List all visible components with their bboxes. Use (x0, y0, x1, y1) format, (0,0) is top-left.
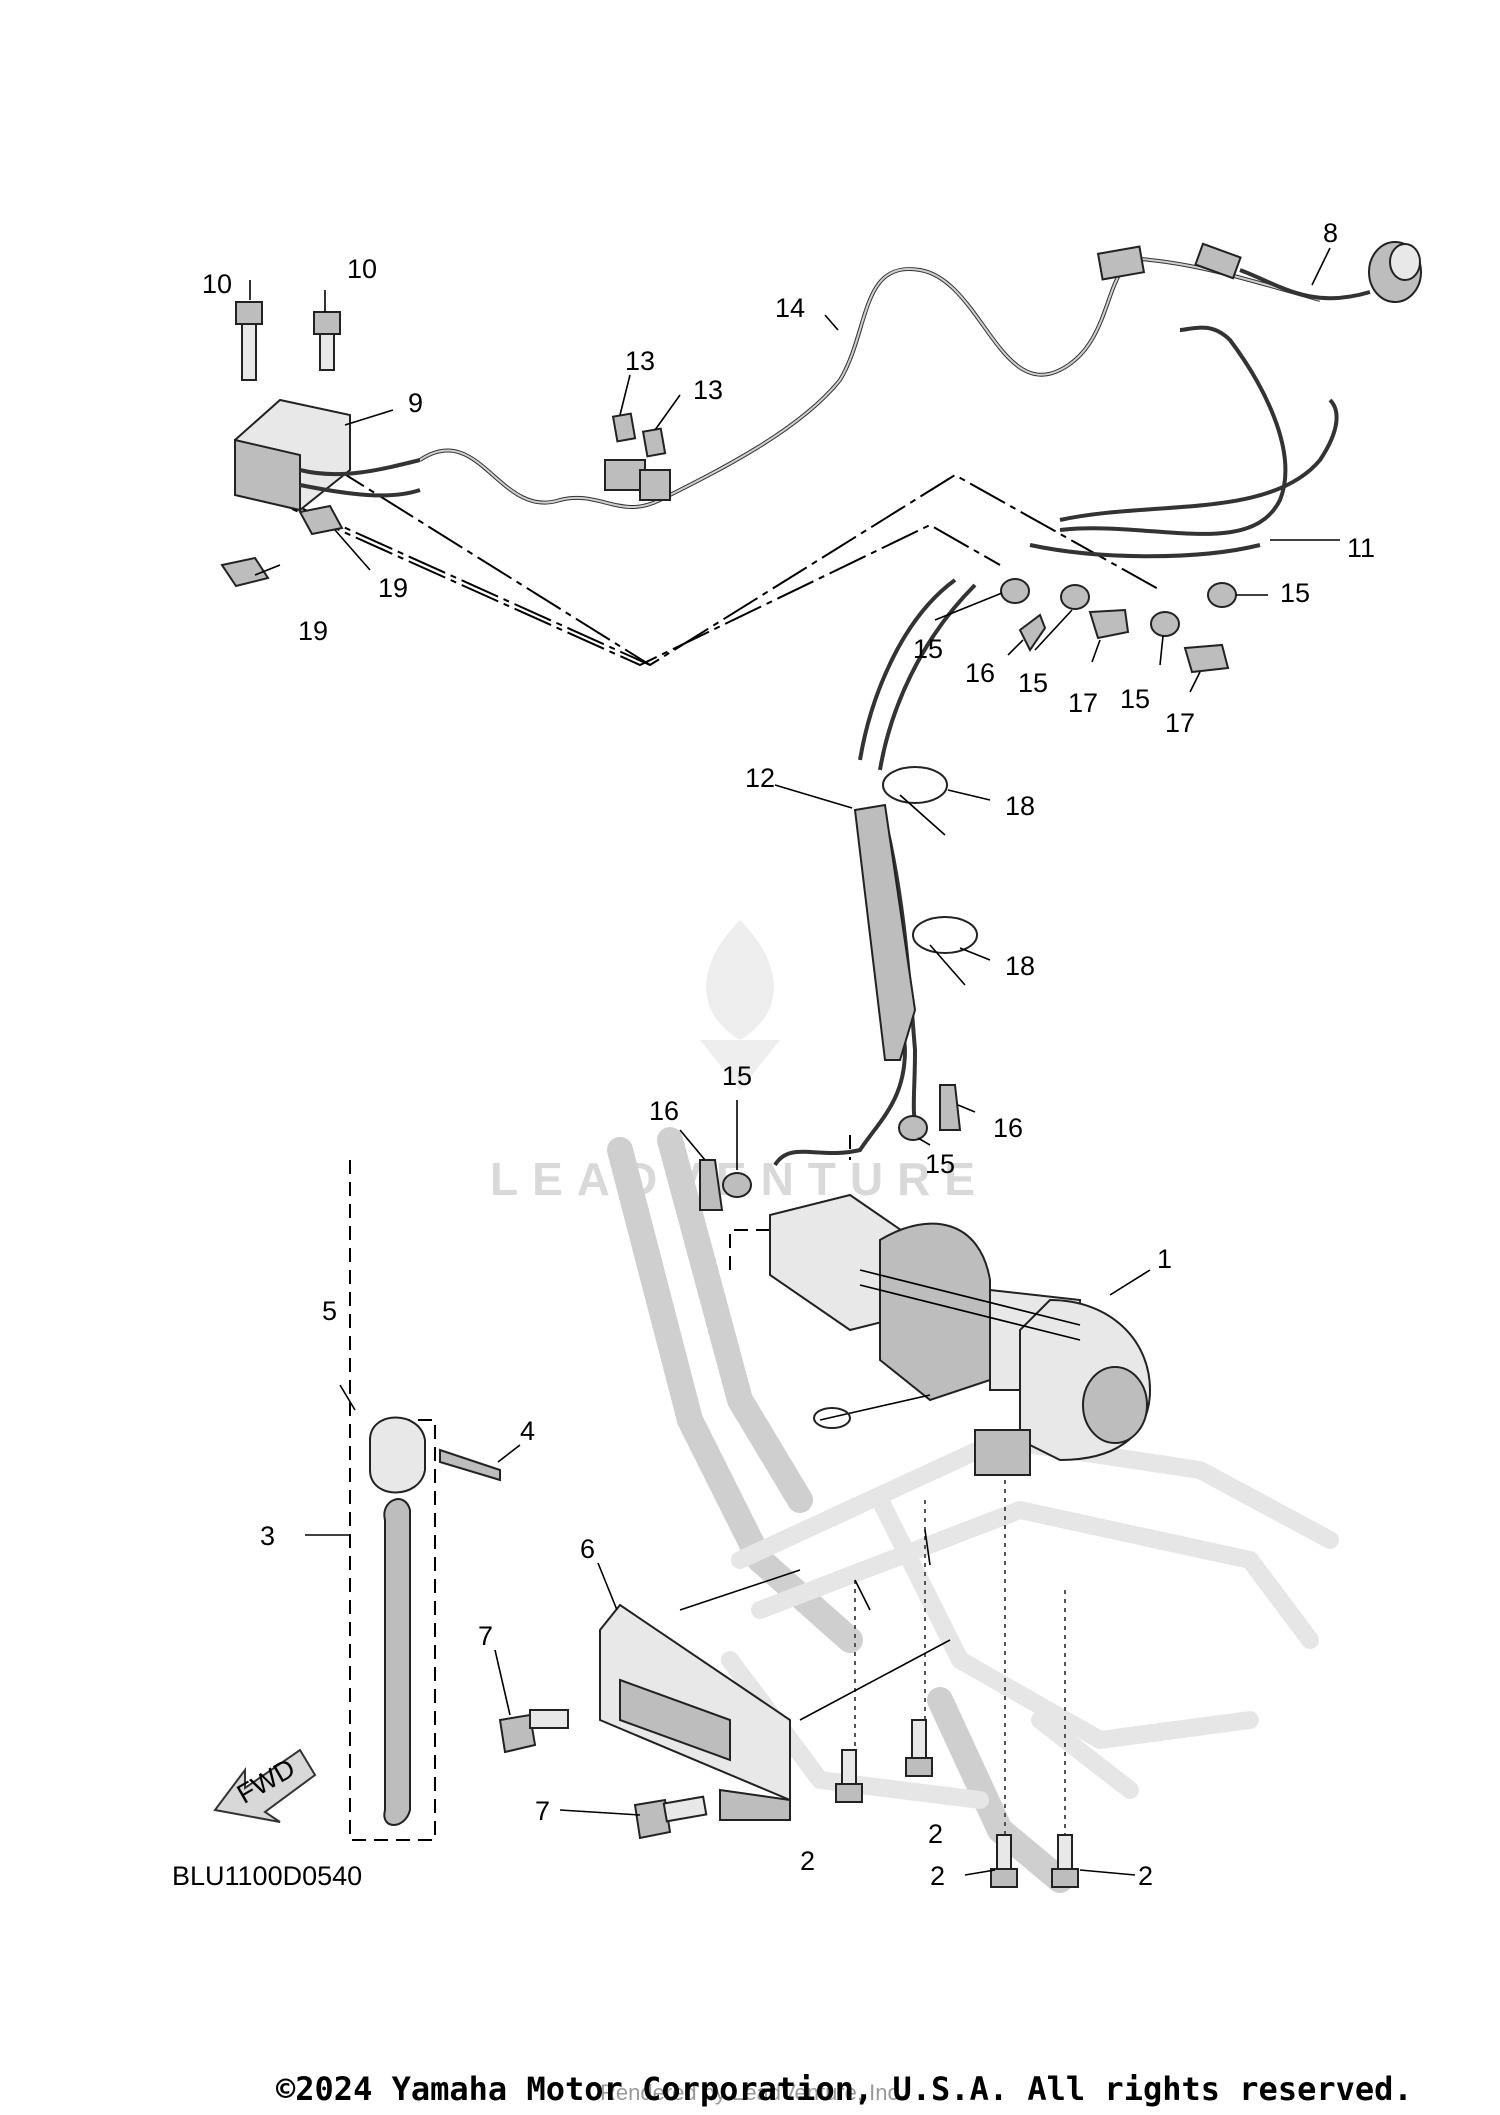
connectors-13 (604, 412, 671, 501)
callout-16: 16 (965, 658, 995, 688)
callout-17: 17 (1068, 688, 1098, 718)
callout-3: 3 (260, 1521, 275, 1551)
switch-8 (1096, 241, 1422, 303)
callout-16: 16 (649, 1096, 679, 1126)
callout-16: 16 (993, 1113, 1023, 1143)
winch-1 (769, 1193, 1152, 1476)
callout-14: 14 (775, 293, 805, 323)
callout-18: 18 (1005, 791, 1035, 821)
callout-labels: 1 2 2 2 2 3 4 5 6 7 7 8 9 10 10 11 12 13… (202, 218, 1375, 1891)
callout-19: 19 (298, 616, 328, 646)
callout-15: 15 (1120, 684, 1150, 714)
callout-12: 12 (745, 763, 775, 793)
callout-17: 17 (1165, 708, 1195, 738)
callout-11: 11 (1347, 533, 1375, 563)
bolts-7 (498, 1709, 708, 1840)
callout-15: 15 (925, 1149, 955, 1179)
callout-1: 1 (1157, 1244, 1172, 1274)
fwd-arrow: FWD (213, 1748, 317, 1823)
callout-10: 10 (347, 254, 377, 284)
callout-2: 2 (930, 1861, 945, 1891)
bolts-2 (835, 1719, 1079, 1888)
callout-7: 7 (478, 1621, 493, 1651)
callout-2: 2 (800, 1846, 815, 1876)
sheath-12 (853, 803, 917, 1061)
callout-4: 4 (520, 1416, 535, 1446)
terminals-upper (1000, 578, 1237, 674)
callout-2: 2 (928, 1819, 943, 1849)
callout-2: 2 (1138, 1861, 1153, 1891)
callout-6: 6 (580, 1534, 595, 1564)
callout-13: 13 (693, 375, 723, 405)
hook-strap-3 (339, 1384, 501, 1826)
diagram-code: BLU1100D0540 (172, 1861, 362, 1891)
callout-5: 5 (322, 1296, 337, 1326)
callout-19: 19 (378, 573, 408, 603)
callout-13: 13 (625, 346, 655, 376)
relay-9 (234, 398, 421, 512)
fairlead-6 (599, 1603, 791, 1821)
wire-harness (418, 257, 1339, 1167)
callout-15: 15 (1280, 578, 1310, 608)
callout-10: 10 (202, 269, 232, 299)
callout-15: 15 (722, 1061, 752, 1091)
terminals-lower (699, 1084, 962, 1211)
rendered-by-text: Rendered by LeadVenture, Inc. (600, 2080, 905, 2105)
cable-ties-18 (882, 766, 978, 986)
nuts-19 (220, 504, 344, 588)
callout-15: 15 (913, 634, 943, 664)
copyright-notice: ©2024 Yamaha Motor Corporation, U.S.A. A… (276, 2070, 1413, 2108)
leader-lines (249, 247, 1340, 1876)
bolts-10 (235, 301, 341, 381)
callout-7: 7 (535, 1796, 550, 1826)
callout-9: 9 (408, 388, 423, 418)
vehicle-frame (607, 1127, 1339, 1893)
callout-15: 15 (1018, 668, 1048, 698)
callout-18: 18 (1005, 951, 1035, 981)
callout-8: 8 (1323, 218, 1338, 248)
